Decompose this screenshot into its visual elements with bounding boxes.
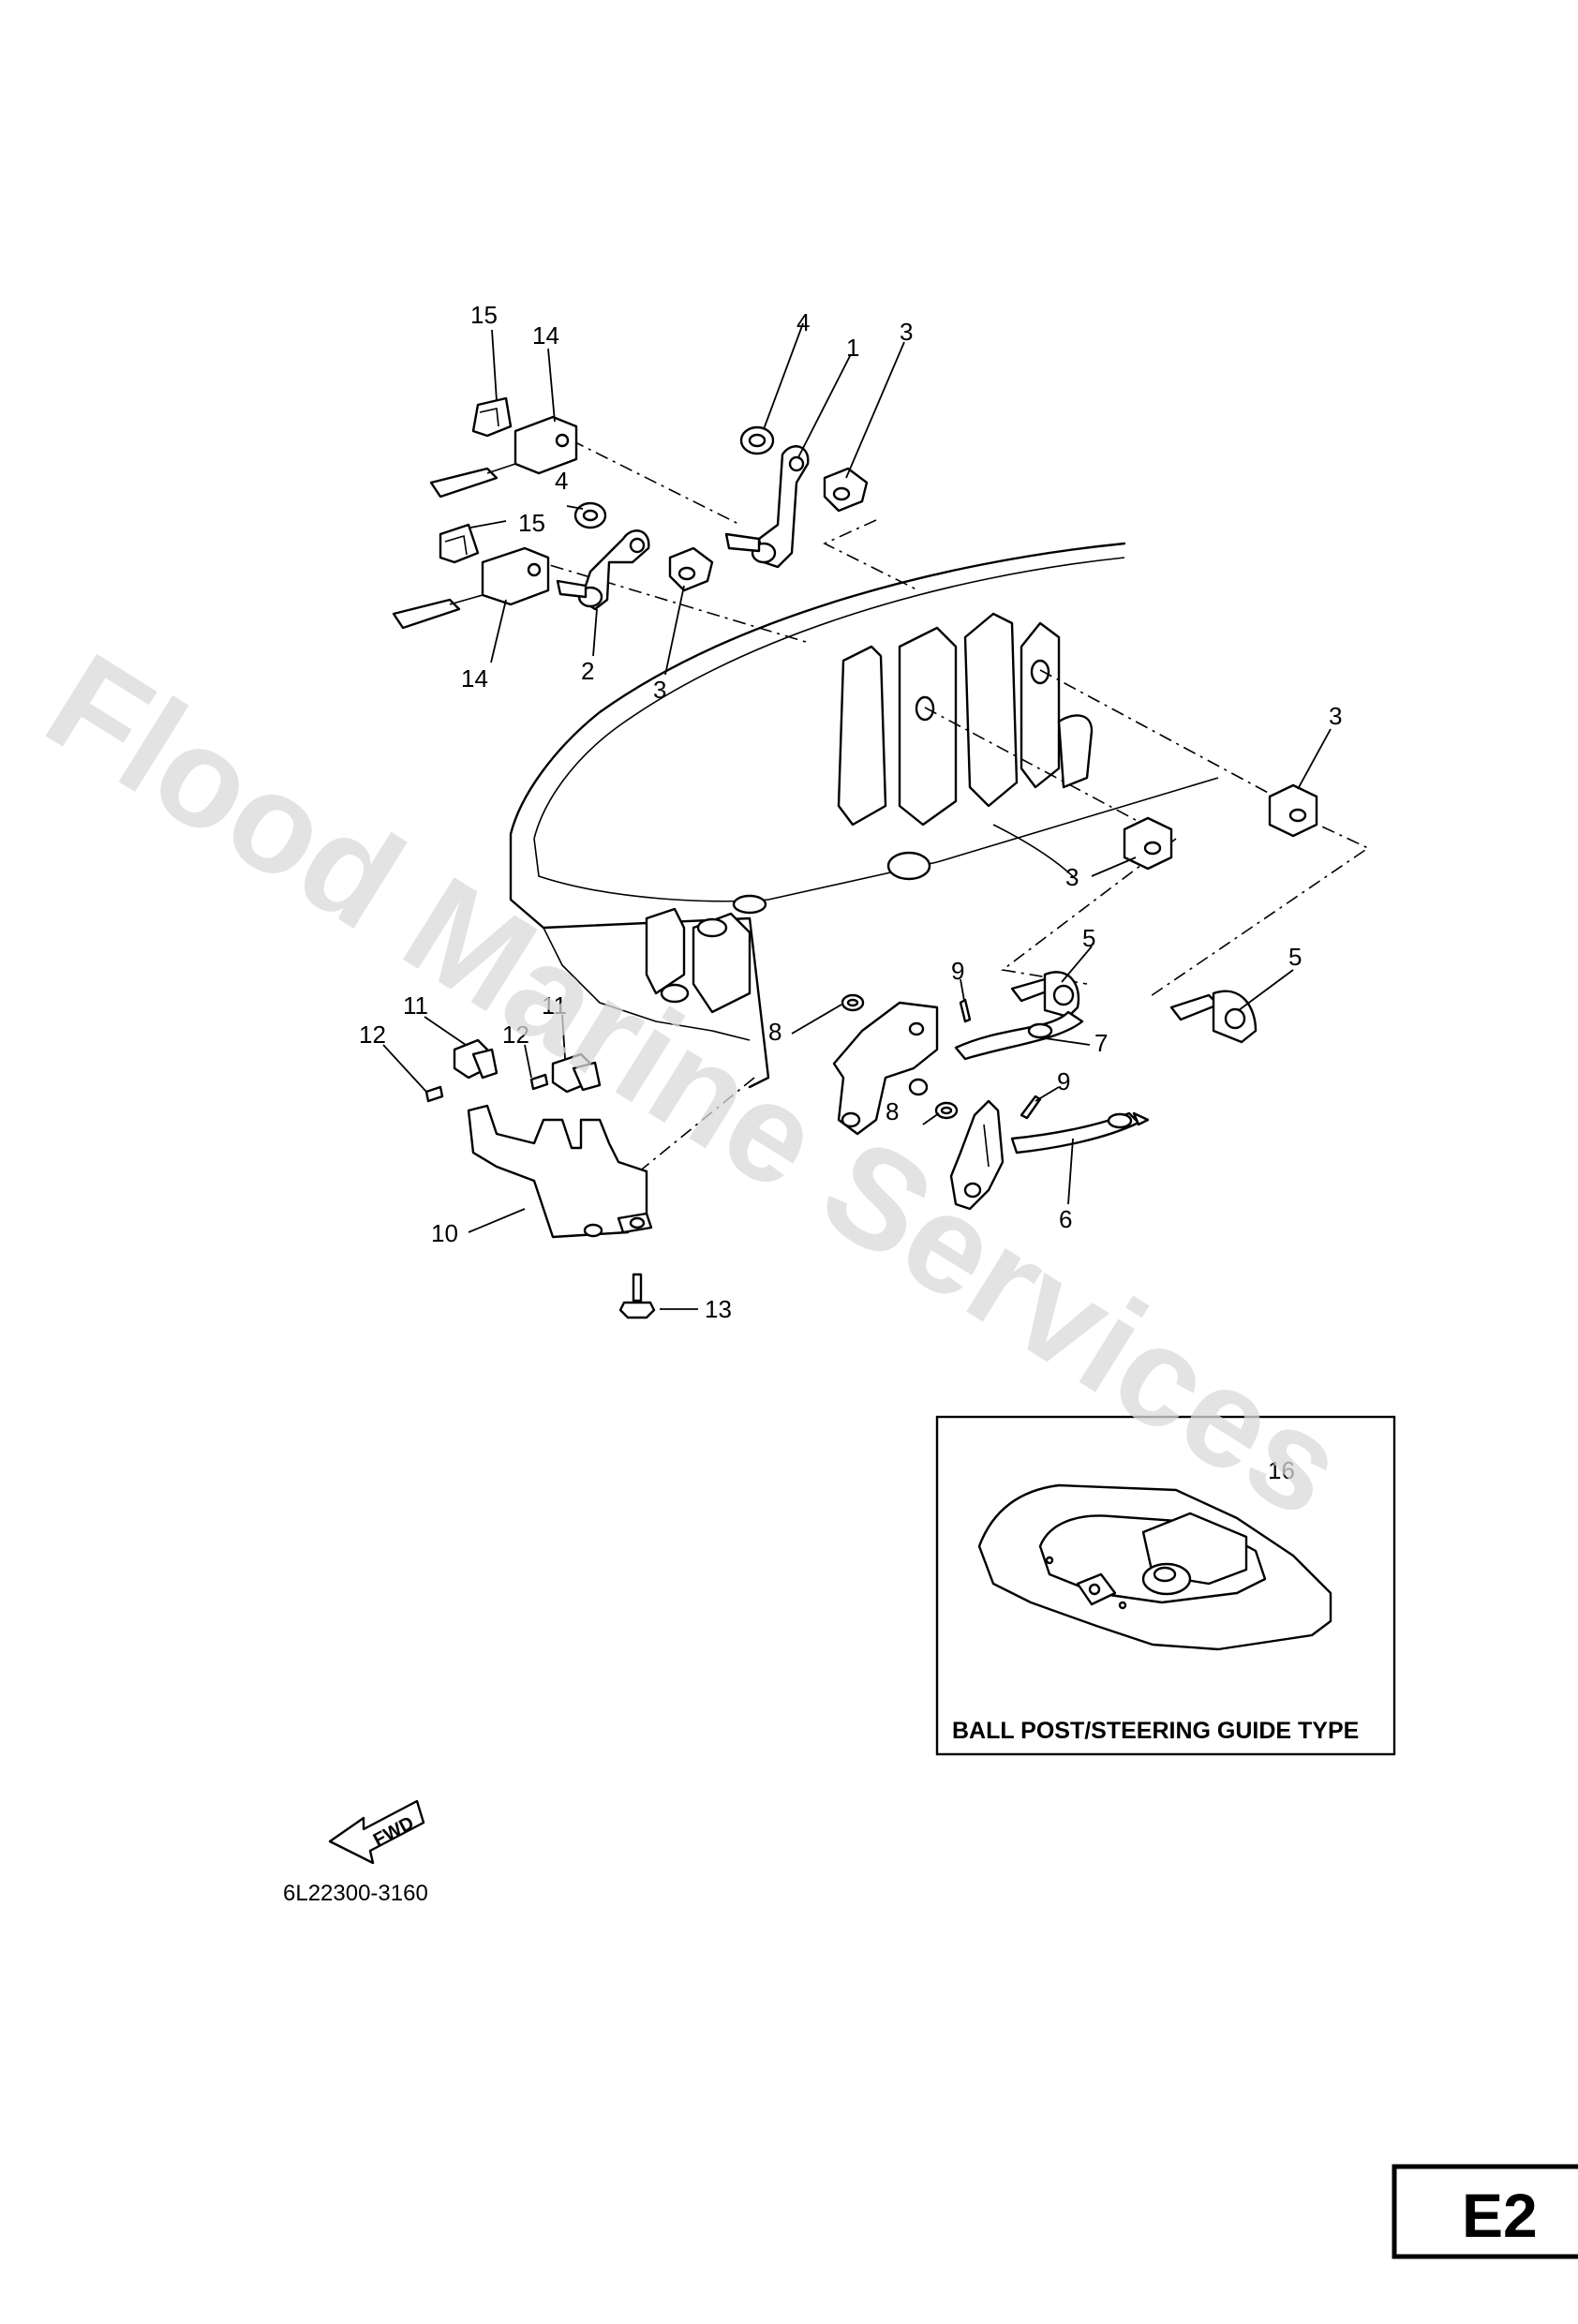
callout-14-upper: 14 <box>532 321 559 350</box>
callout-6: 6 <box>1059 1205 1072 1233</box>
engine-mount-posts <box>837 612 1094 882</box>
callout-13: 13 <box>705 1295 732 1323</box>
part-11-left <box>453 1038 499 1080</box>
part-4-upper <box>739 425 775 455</box>
callout-1: 1 <box>846 334 859 362</box>
callout-labels: 15 14 4 1 3 4 15 14 2 3 3 3 5 5 9 8 7 11… <box>359 301 1342 1323</box>
callout-16: 16 <box>1268 1456 1295 1484</box>
page-code-box: E2 <box>1392 2164 1578 2259</box>
drawing-number: 6L22300-3160 <box>283 1881 428 1906</box>
part-8-upper <box>841 993 865 1012</box>
callout-12-right: 12 <box>502 1020 529 1049</box>
callout-9-upper: 9 <box>951 957 964 985</box>
fwd-arrow-icon: FWD <box>328 1799 425 1865</box>
part-16-steering-guide <box>977 1483 1332 1651</box>
part-13-bolt <box>618 1273 656 1319</box>
callout-14-lower: 14 <box>461 664 488 693</box>
part-12-left <box>424 1085 444 1103</box>
part-3-lower <box>668 546 714 592</box>
part-5-right <box>1169 990 1258 1044</box>
part-2-lever <box>556 529 650 611</box>
callout-8-upper: 8 <box>768 1018 782 1046</box>
part-8-lower <box>934 1101 959 1120</box>
leader-lines <box>382 322 1332 1547</box>
part-15-lower <box>439 523 480 564</box>
callout-5-left: 5 <box>1082 924 1095 952</box>
callout-2: 2 <box>581 657 594 685</box>
lower-block <box>645 894 767 1014</box>
callout-7: 7 <box>1094 1029 1108 1057</box>
callout-8-lower: 8 <box>886 1097 899 1125</box>
part-12-right <box>529 1073 549 1091</box>
callout-9-lower: 9 <box>1057 1067 1070 1095</box>
part-9-upper <box>959 998 972 1023</box>
callout-15-lower: 15 <box>518 509 545 537</box>
part-14-lower <box>392 546 550 630</box>
part-11-right <box>551 1052 602 1094</box>
callout-11-right: 11 <box>542 991 567 1020</box>
callout-3-upper: 3 <box>900 318 913 346</box>
part-3-mount-right <box>1268 783 1318 838</box>
callout-3-center: 3 <box>1065 863 1079 891</box>
callout-10: 10 <box>431 1219 458 1247</box>
callout-3-lower: 3 <box>653 676 666 704</box>
callout-12-left: 12 <box>359 1020 386 1049</box>
part-3-upper <box>823 467 869 513</box>
part-1-lever <box>724 445 810 569</box>
callout-3-right: 3 <box>1329 702 1342 730</box>
page-code: E2 <box>1462 2181 1538 2250</box>
callout-4-upper: 4 <box>796 308 810 336</box>
part-15-upper <box>471 396 513 438</box>
part-3-mount-center <box>1123 816 1173 871</box>
callout-4-lower: 4 <box>555 467 568 495</box>
part-10-bracket <box>467 1104 653 1239</box>
part-6-link <box>1010 1111 1150 1155</box>
callout-5-right: 5 <box>1288 943 1302 971</box>
shift-bracket <box>949 1099 1005 1211</box>
throttle-bracket <box>832 1001 939 1136</box>
inset-panel: 16 BALL POST/STEERING GUIDE TYPE <box>935 1415 1396 1756</box>
inset-caption: BALL POST/STEERING GUIDE TYPE <box>952 1718 1359 1744</box>
callout-15-upper: 15 <box>470 301 498 329</box>
part-4-lower <box>573 501 607 529</box>
part-7-link <box>954 1010 1084 1061</box>
part-5-left <box>1010 971 1080 1019</box>
part-14-upper <box>429 415 578 499</box>
callout-11-left: 11 <box>403 991 428 1020</box>
